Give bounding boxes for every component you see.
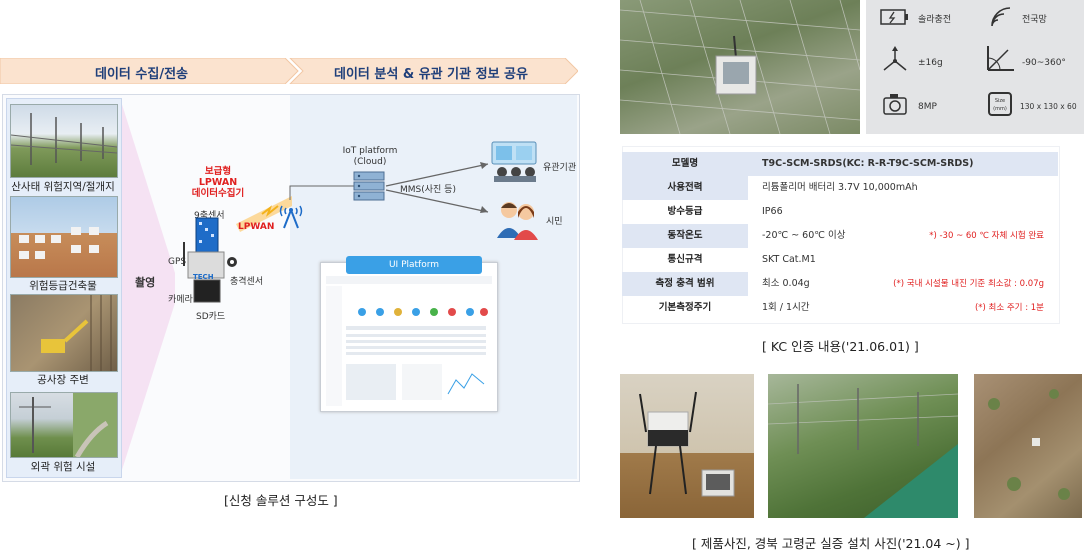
spec-key: 통신규격 <box>667 254 703 265</box>
citizen-label: 시민 <box>546 217 563 227</box>
feature-angle-label: -90~360° <box>1022 58 1066 68</box>
product-photo <box>620 374 754 518</box>
spec-key: 동작온도 <box>622 224 748 248</box>
spec-row-temperature: 동작온도 -20℃ ~ 60℃ 이상 *) -30 ~ 60 ℃ 자체 시험 완… <box>622 224 1058 248</box>
device-title: 보급형 LPWAN 데이터수집기 <box>178 166 258 199</box>
spec-note: (*) 최소 주기 : 1분 <box>974 303 1044 313</box>
device-brand-mark: TECH <box>193 273 214 281</box>
diagram-caption: [신청 솔루션 구성도 ] <box>224 493 338 508</box>
angle-icon <box>987 46 1014 71</box>
ui-platform-screenshot <box>326 276 492 406</box>
iot-platform-line-2: (Cloud) <box>353 157 387 167</box>
lpwan-label: LPWAN <box>238 222 275 232</box>
spec-value: IP66 <box>762 206 783 217</box>
install-site-photo-1 <box>768 374 958 518</box>
citizen-icon <box>497 202 538 240</box>
ui-platform-title: UI Platform <box>346 256 482 274</box>
construction-site-photo <box>10 294 118 372</box>
agency-label: 유관기관 <box>543 163 577 173</box>
spec-value: -20℃ ~ 60℃ 이상 <box>762 230 846 241</box>
sd-card-label: SD카드 <box>196 312 226 322</box>
device-title-line-2: LPWAN <box>198 177 238 188</box>
site-label-outer-facility: 외곽 위험 시설 <box>30 461 96 473</box>
camera-label: 카메라 <box>168 295 193 305</box>
spec-row-comm: 통신규격 SKT Cat.M1 <box>622 248 1058 272</box>
antenna-tower-icon <box>279 205 303 229</box>
axis-icon <box>883 46 907 71</box>
size-icon: Size (mm) <box>988 92 1012 116</box>
landslide-site-photo <box>10 104 118 178</box>
agency-icon <box>491 141 537 182</box>
site-label-building: 위험등급건축물 <box>29 280 97 292</box>
outer-facility-photo <box>10 392 118 458</box>
spec-value: 1회 / 1시간 <box>762 302 810 313</box>
spec-row-model: 모델명 T9C-SCM-SRDS(KC: R-R-T9C-SCM-SRDS) <box>622 152 1058 176</box>
cloud-server-icon <box>353 171 385 201</box>
spec-note: *) -30 ~ 60 ℃ 자체 시험 완료 <box>929 231 1044 241</box>
installed-device-photo <box>620 0 860 134</box>
spec-row-interval: 기본측정주기 1회 / 1시간 (*) 최소 주기 : 1분 <box>622 296 1058 320</box>
capture-label: 촬영 <box>135 276 156 289</box>
banner-collect-label: 데이터 수집/전송 <box>95 67 188 82</box>
capture-fan <box>120 98 175 476</box>
feature-solar-label: 솔라충전 <box>918 15 952 25</box>
signal-icon <box>991 7 1011 27</box>
site-label-landslide: 산사태 위험지역/절개지 <box>11 181 115 193</box>
process-banner <box>0 58 578 84</box>
size-box-line-1: Size <box>994 98 1006 104</box>
spec-value: 최소 0.04g <box>762 278 810 289</box>
spec-note: (*) 국내 시설물 내진 기준 최소값 : 0.07g <box>893 279 1044 289</box>
lpwan-beam <box>236 196 292 232</box>
spec-key: 방수등급 <box>667 206 703 217</box>
install-site-photo-2 <box>974 374 1082 518</box>
spec-value: T9C-SCM-SRDS(KC: R-R-T9C-SCM-SRDS) <box>762 158 974 169</box>
feature-g-range-label: ±16g <box>918 58 943 68</box>
spec-key: 측정 충격 범위 <box>622 272 748 296</box>
kc-caption: [ KC 인증 내용('21.06.01) ] <box>762 339 919 354</box>
spec-row-impact-range: 측정 충격 범위 최소 0.04g (*) 국내 시설물 내진 기준 최소값 :… <box>622 272 1058 296</box>
gps-label: GPS <box>168 257 187 267</box>
mms-label: MMS(사진 등) <box>400 185 456 195</box>
iot-platform-line-1: IoT platform <box>342 146 398 156</box>
camera-icon <box>883 94 907 115</box>
spec-key: 기본측정주기 <box>658 302 712 313</box>
impact-sensor-label: 충격센서 <box>230 277 264 287</box>
photos-caption: [ 제품사진, 경북 고령군 실증 설치 사진('21.04 ~) ] <box>692 536 970 551</box>
sensor-9axis-label: 9축센서 <box>194 211 225 221</box>
device-title-line-1: 보급형 <box>204 166 232 177</box>
data-collector-device <box>183 217 237 303</box>
site-label-construction: 공사장 주변 <box>37 374 89 386</box>
device-title-line-3: 데이터수집기 <box>191 188 245 199</box>
banner-analysis-label: 데이터 분석 & 유관 기관 정보 공유 <box>334 67 528 82</box>
spec-row-power: 사용전력 리튬폴리머 배터리 3.7V 10,000mAh <box>622 176 1058 200</box>
spec-value: SKT Cat.M1 <box>762 254 816 265</box>
spec-key: 사용전력 <box>622 176 748 200</box>
size-box-line-2: (mm) <box>993 106 1007 112</box>
connection-lines <box>289 162 489 213</box>
feature-camera-label: 8MP <box>918 102 937 112</box>
feature-size-label: 130 x 130 x 60 <box>1020 102 1077 111</box>
solar-battery-icon <box>880 9 908 25</box>
building-site-photo <box>10 196 118 278</box>
spec-key: 모델명 <box>671 158 699 169</box>
feature-network-label: 전국망 <box>1022 15 1047 25</box>
spec-value: 리튬폴리머 배터리 3.7V 10,000mAh <box>762 182 918 193</box>
iot-platform-label: IoT platform (Cloud) <box>330 146 410 168</box>
spec-row-waterproof: 방수등급 IP66 <box>622 200 1058 224</box>
